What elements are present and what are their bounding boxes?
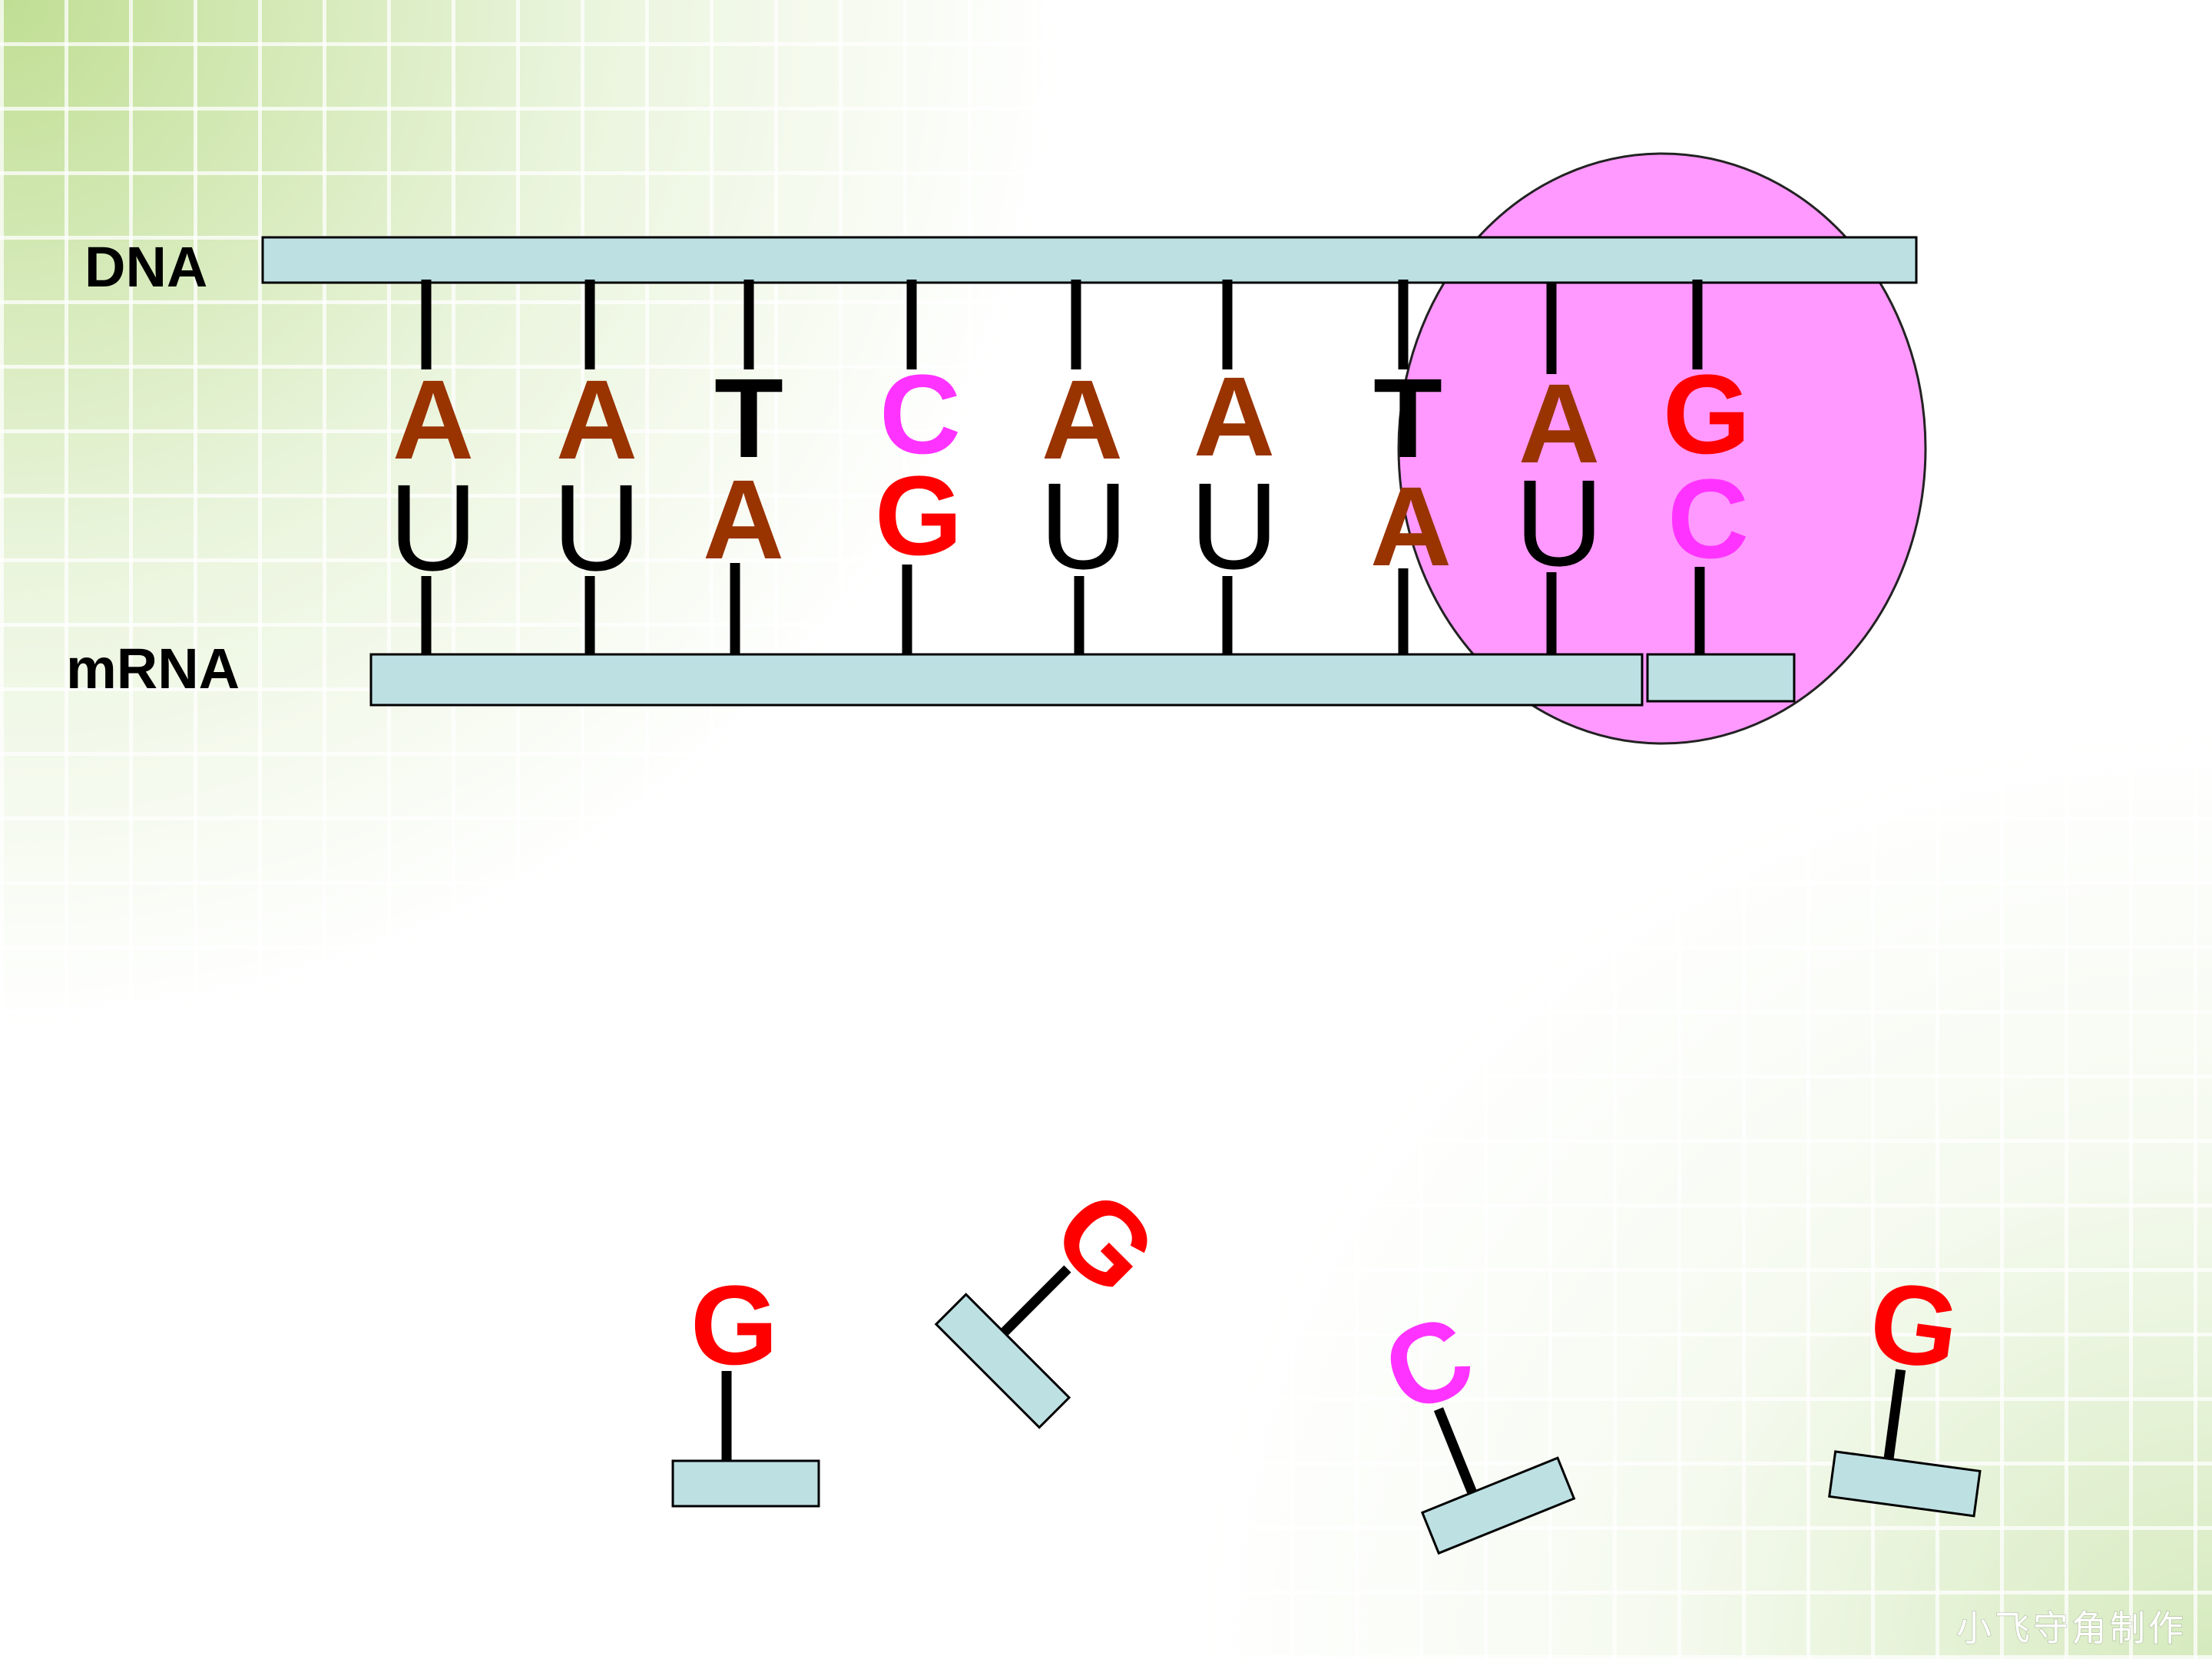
- mrna-base: U: [552, 459, 641, 596]
- mrna-base: A: [1370, 464, 1452, 590]
- mrna-base: U: [389, 459, 478, 596]
- mrna-base: U: [1515, 454, 1604, 591]
- free-nucleotide: G: [1828, 1257, 1982, 1518]
- dna-base: A: [1041, 357, 1123, 483]
- nucleotide-base: G: [1863, 1257, 1966, 1394]
- mrna-bonds: [421, 563, 1705, 654]
- mrna-label: mRNA: [66, 637, 240, 700]
- dna-base: A: [556, 357, 637, 483]
- mrna-strand: [369, 653, 1644, 707]
- mrna-base: U: [1190, 457, 1279, 594]
- mrna-base: G: [875, 453, 962, 579]
- mrna-base: C: [1667, 456, 1749, 582]
- nucleotide-base: G: [690, 1263, 778, 1389]
- free-nucleotide: G: [934, 1167, 1181, 1429]
- dna-label: DNA: [84, 235, 207, 299]
- dna-base: T: [714, 356, 783, 482]
- nucleotide-bond-line: [1433, 1407, 1477, 1495]
- dna-bonds: [421, 280, 1703, 374]
- nucleotide-base: C: [1367, 1290, 1490, 1438]
- dna-base: G: [1663, 352, 1750, 478]
- rna-polymerase: [1397, 152, 1927, 745]
- free-nucleotide: C: [1367, 1290, 1576, 1555]
- mrna-base: A: [703, 457, 784, 583]
- nucleotide-sugar-block: [1420, 1456, 1576, 1555]
- nucleotide-sugar-block: [671, 1459, 820, 1508]
- dna-base: C: [879, 352, 961, 478]
- dna-strand: [261, 236, 1918, 284]
- nucleotide-bond-line: [1000, 1265, 1071, 1336]
- dna-base: A: [392, 357, 474, 483]
- dna-base: A: [1194, 354, 1275, 480]
- watermark: 小飞守角制作: [1956, 1608, 2187, 1649]
- nucleotide-sugar-block: [934, 1293, 1071, 1429]
- mrna-base: U: [1039, 457, 1128, 594]
- dna-base: T: [1373, 356, 1442, 482]
- mrna-new-segment: [1646, 653, 1796, 703]
- nucleotide-bond-line: [1883, 1369, 1906, 1460]
- mrna-bases: U U A G U U A U C: [389, 453, 1749, 596]
- free-nucleotide: G: [671, 1263, 820, 1508]
- nucleotide-base: G: [1029, 1167, 1181, 1318]
- nucleotide-sugar-block: [1828, 1450, 1982, 1518]
- dna-bases: A A T C A A T A G: [392, 352, 1750, 487]
- dna-base: A: [1518, 361, 1600, 487]
